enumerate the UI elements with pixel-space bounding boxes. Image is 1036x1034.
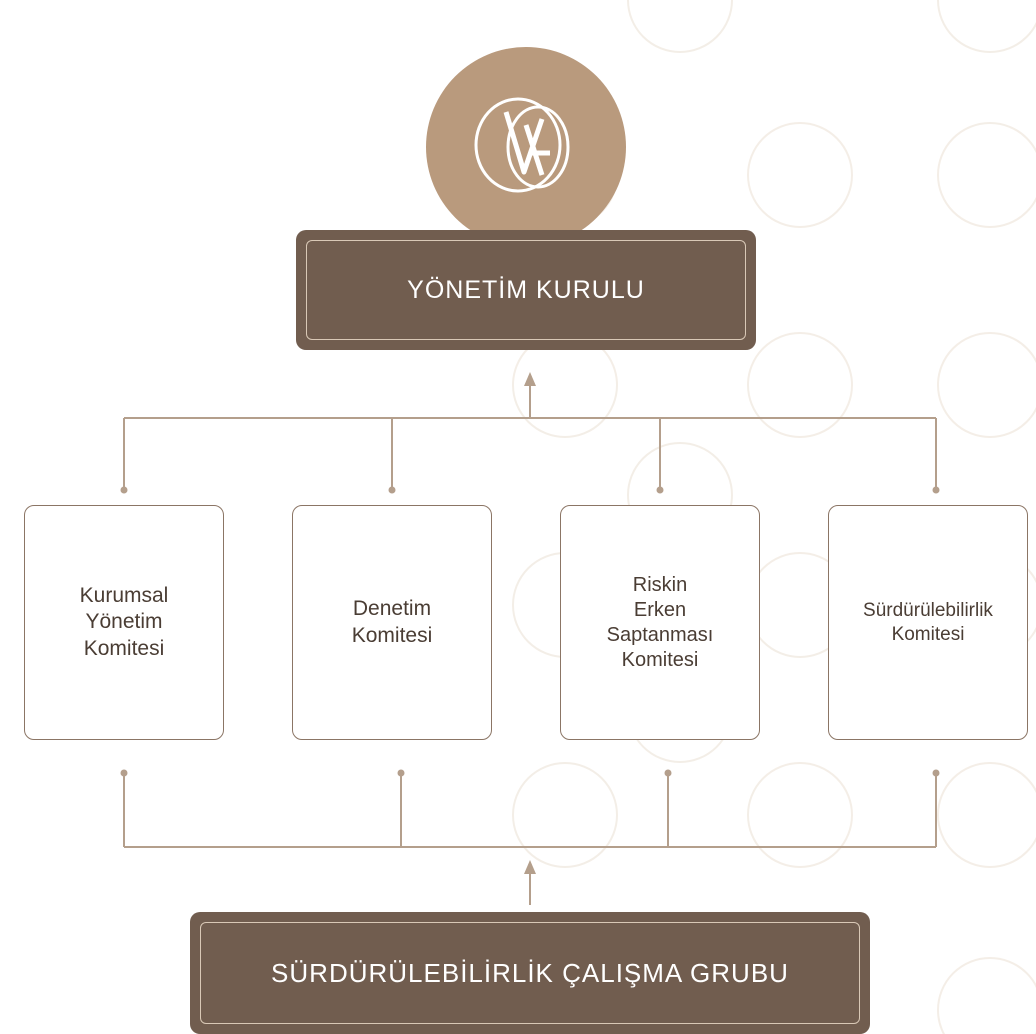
logo	[426, 47, 626, 247]
committee-label: Denetim Komitesi	[351, 597, 433, 647]
working-group-box: SÜRDÜRÜLEBİLİRLİK ÇALIŞMA GRUBU	[190, 912, 870, 1034]
committee-corporate-governance: Kurumsal Yönetim Komitesi	[24, 505, 224, 740]
board-title: YÖNETİM KURULU	[407, 275, 645, 304]
arrow-up-icon	[524, 860, 536, 874]
committee-audit: Denetim Komitesi	[292, 505, 492, 740]
board-box: YÖNETİM KURULU	[296, 230, 756, 350]
monogram-logo-icon	[474, 97, 570, 193]
committee-label: Kurumsal Yönetim Komitesi	[79, 584, 169, 660]
committee-label: Riskin Erken Saptanması Komitesi	[606, 573, 714, 671]
working-group-title: SÜRDÜRÜLEBİLİRLİK ÇALIŞMA GRUBU	[271, 957, 789, 988]
arrow-up-icon	[524, 372, 536, 386]
working-group-frame	[200, 922, 860, 1024]
committee-sustainability: Sürdürülebilirlik Komitesi	[828, 505, 1028, 740]
board-frame	[306, 240, 746, 340]
committee-early-risk: Riskin Erken Saptanması Komitesi	[560, 505, 760, 740]
committee-label: Sürdürülebilirlik Komitesi	[863, 599, 993, 645]
